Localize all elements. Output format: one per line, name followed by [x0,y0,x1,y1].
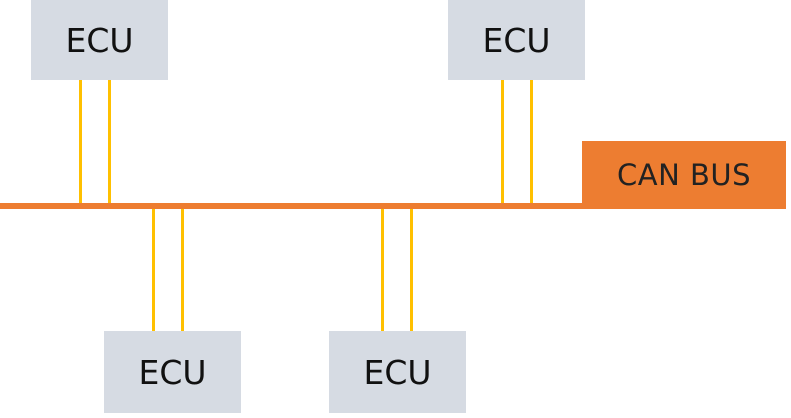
ecu-3-wire-a [152,206,155,331]
ecu-label: ECU [363,352,432,392]
ecu-4-wire-b [410,206,413,331]
ecu-label: ECU [482,20,551,60]
ecu-3-wire-b [181,206,184,331]
ecu-box-bottom-left: ECU [104,331,241,413]
ecu-2-wire-b [530,80,533,206]
ecu-label: ECU [138,352,207,392]
ecu-2-wire-a [501,80,504,206]
can-bus-line [0,203,786,209]
can-bus-label-box: CAN BUS [582,141,786,209]
ecu-1-wire-a [79,80,82,206]
ecu-box-top-right: ECU [448,0,585,80]
can-bus-label: CAN BUS [616,158,752,192]
ecu-label: ECU [65,20,134,60]
ecu-box-top-left: ECU [31,0,168,80]
ecu-box-bottom-middle: ECU [329,331,466,413]
ecu-1-wire-b [108,80,111,206]
ecu-4-wire-a [381,206,384,331]
